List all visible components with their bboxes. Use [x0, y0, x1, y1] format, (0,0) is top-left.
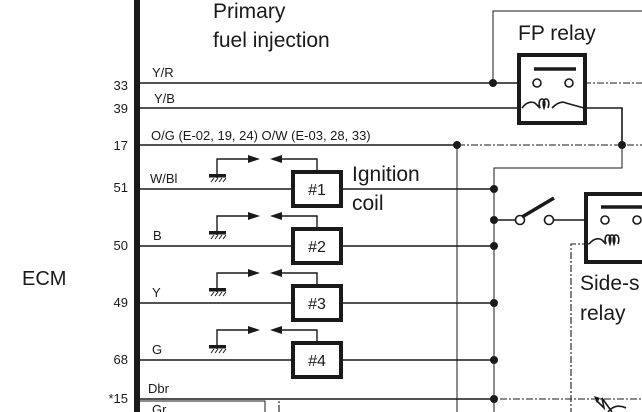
wire-label: O/G (E-02, 19, 24) O/W (E-03, 28, 33) — [151, 128, 371, 143]
pin-number: *15 — [108, 391, 128, 406]
side-stand-relay-label-1: Side-s — [580, 272, 640, 295]
wire-labels: Y/R Y/B O/G (E-02, 19, 24) O/W (E-03, 28… — [148, 65, 371, 412]
coil-1: #1 — [291, 170, 343, 208]
pin-number: 39 — [114, 101, 128, 116]
wire-39-ret — [586, 107, 623, 146]
side-stand-relay-label-2: relay — [580, 302, 626, 325]
junction-dot — [490, 395, 498, 403]
wire-label: G — [152, 342, 162, 357]
ecm-label: ECM — [22, 268, 66, 290]
ignition-coil-label-2: coil — [352, 192, 384, 215]
section-title-line2: fuel injection — [213, 29, 330, 52]
ground-icon — [209, 326, 318, 354]
coil-2: #2 — [291, 227, 343, 265]
fp-relay-icon — [517, 53, 587, 125]
wire-label: Y/B — [154, 91, 175, 106]
pin-number: 51 — [114, 180, 128, 195]
coil-label: #1 — [308, 182, 326, 199]
wire-label: Y — [152, 285, 161, 300]
ground-icon — [209, 155, 318, 183]
side-stand-relay-icon — [584, 192, 642, 264]
coil-4: #4 — [291, 341, 343, 379]
ecm-bus-bar — [134, 0, 140, 412]
junction-dot — [618, 141, 626, 149]
wire-dashed-bottom — [278, 398, 642, 412]
pin-number: 17 — [114, 138, 128, 153]
wire-side-relay — [570, 243, 589, 412]
junction-dot — [490, 356, 498, 364]
coil-label: #4 — [308, 353, 326, 370]
wire-label: Dbr — [148, 381, 170, 396]
wire-coil-feed — [493, 146, 623, 412]
pin-number: 49 — [114, 295, 128, 310]
wire-label: W/Bl — [150, 171, 178, 186]
ground-icon — [209, 212, 318, 240]
junction-dot — [490, 242, 498, 250]
ignition-coil-label-1: Ignition — [352, 163, 420, 186]
coil-3: #3 — [291, 284, 343, 322]
pin-numbers: 33 39 17 51 50 49 68 *15 — [108, 78, 128, 406]
spark-arrow-icon — [594, 396, 627, 412]
pin-number: 68 — [114, 352, 128, 367]
wire-label: B — [153, 228, 162, 243]
junction-dot — [490, 185, 498, 193]
coil-label: #2 — [308, 239, 326, 256]
junction-dot — [490, 299, 498, 307]
wire-label: Y/R — [152, 65, 174, 80]
fp-relay-label: FP relay — [518, 22, 596, 45]
wire-fp-feed — [492, 10, 642, 83]
wire-label: Gr — [152, 402, 167, 412]
ground-icon — [209, 269, 318, 297]
switch-icon — [494, 196, 600, 226]
pin-number: 33 — [114, 78, 128, 93]
wire-gr — [140, 400, 266, 412]
coil-label: #3 — [308, 296, 326, 313]
section-title-line1: Primary — [213, 0, 286, 23]
junction-dot — [489, 79, 497, 87]
pin-number: 50 — [114, 238, 128, 253]
